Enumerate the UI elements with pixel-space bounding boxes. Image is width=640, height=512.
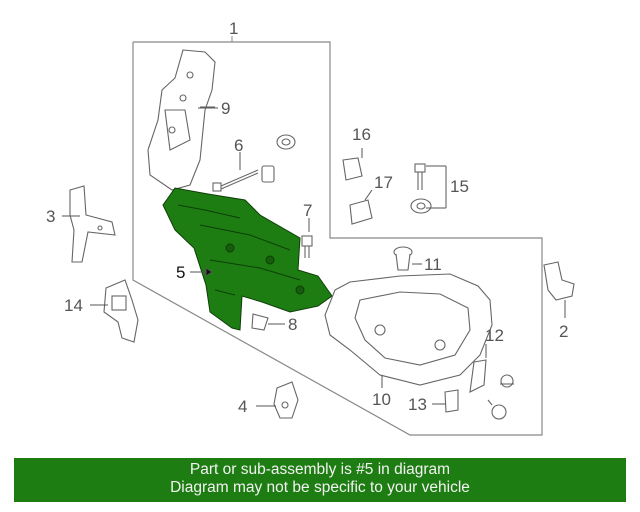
part-fasteners[interactable] [487,374,514,420]
callout-5: 5 [176,263,185,282]
part-info-banner: Part or sub-assembly is #5 in diagram Di… [14,458,626,502]
callout-2: 2 [559,322,568,341]
part-4-bracket[interactable] [273,381,299,419]
callout-7: 7 [303,201,312,220]
part-14-bracket[interactable] [103,279,139,343]
assembly-boundary [132,41,543,436]
callout-1: 1 [229,19,238,38]
callout-14: 14 [64,296,83,315]
part-7-bolt[interactable] [301,235,313,258]
callout-3: 3 [46,207,55,226]
callout-6: 6 [234,136,243,155]
part-5-upper-tie-bar[interactable] [162,187,333,331]
part-12-bracket[interactable] [469,359,487,393]
part-16-clip[interactable] [342,157,363,181]
part-3-bracket[interactable] [69,185,116,263]
callout-9: 9 [221,99,230,118]
callout-leaders [62,107,566,407]
part-10-lamp-support[interactable] [324,273,493,386]
callout-10: 10 [372,390,391,409]
callout-15: 15 [450,177,469,196]
callout-12: 12 [485,326,504,345]
callout-11: 11 [424,255,442,274]
part-13-clip[interactable] [444,389,459,413]
part-11-grommet[interactable] [393,246,413,271]
part-17-bracket[interactable] [349,199,373,225]
part-6-bolt[interactable] [212,169,259,192]
callout-17: 17 [374,173,393,192]
banner-line-2: Diagram may not be specific to your vehi… [170,479,470,496]
part-2-bracket[interactable] [543,261,575,301]
part-8-clip[interactable] [251,313,269,331]
banner-line-1: Part or sub-assembly is #5 in diagram [189,461,451,478]
part-nut[interactable] [261,134,296,183]
callout-16: 16 [352,125,371,144]
callout-13: 13 [408,395,427,414]
part-15-bolt[interactable] [410,163,432,214]
callout-8: 8 [288,315,297,334]
callout-4: 4 [238,397,247,416]
part-9-bracket[interactable] [147,49,216,191]
